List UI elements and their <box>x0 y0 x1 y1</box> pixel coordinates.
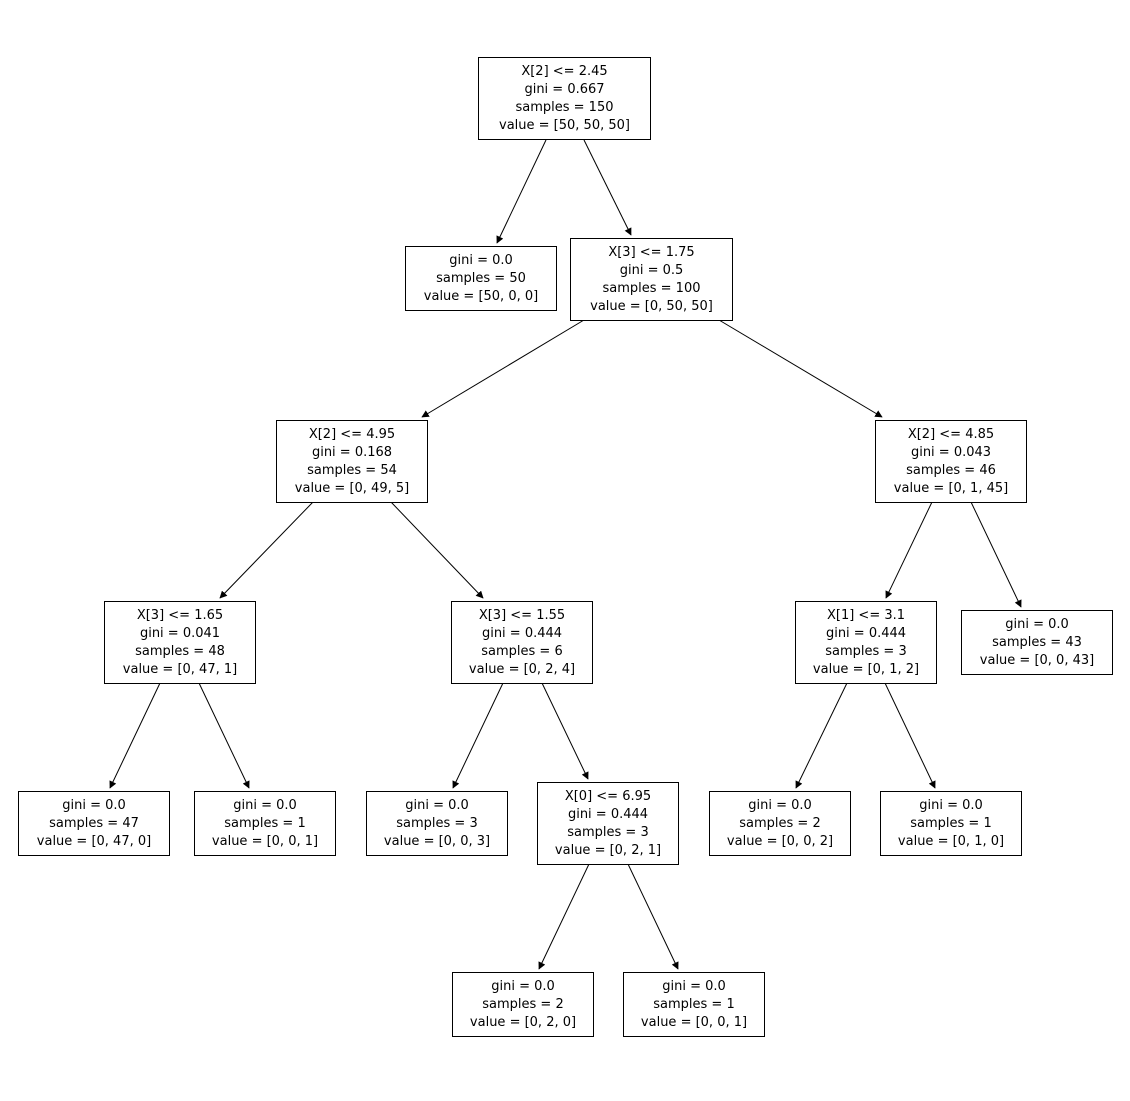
tree-edge <box>885 501 933 599</box>
node-gini: gini = 0.0 <box>449 252 513 268</box>
node-samples: samples = 3 <box>825 643 907 659</box>
node-value: value = [0, 1, 0] <box>897 833 1005 849</box>
node-samples: samples = 47 <box>49 815 139 831</box>
node-value: value = [50, 0, 0] <box>423 288 539 304</box>
node-value: value = [0, 0, 1] <box>211 833 319 849</box>
node-condition: X[3] <= 1.75 <box>608 244 695 260</box>
tree-node-leaf: gini = 0.0 samples = 2 value = [0, 0, 2] <box>709 791 851 856</box>
node-gini: gini = 0.168 <box>311 444 393 460</box>
tree-node-leaf: gini = 0.0 samples = 3 value = [0, 0, 3] <box>366 791 508 856</box>
node-condition: X[3] <= 1.65 <box>136 607 224 623</box>
node-condition: X[2] <= 4.85 <box>907 426 995 442</box>
tree-node: X[2] <= 4.95 gini = 0.168 samples = 54 v… <box>276 420 428 503</box>
tree-edge <box>390 501 484 599</box>
tree-node: X[1] <= 3.1 gini = 0.444 samples = 3 val… <box>795 601 937 684</box>
tree-node: X[0] <= 6.95 gini = 0.444 samples = 3 va… <box>537 782 679 865</box>
tree-node-root: X[2] <= 2.45 gini = 0.667 samples = 150 … <box>478 57 651 140</box>
node-samples: samples = 2 <box>482 996 564 1012</box>
node-samples: samples = 50 <box>436 270 526 286</box>
node-samples: samples = 1 <box>224 815 306 831</box>
node-value: value = [0, 0, 3] <box>383 833 491 849</box>
node-gini: gini = 0.0 <box>405 797 469 813</box>
tree-edge <box>452 682 504 789</box>
tree-edge <box>884 682 936 789</box>
node-samples: samples = 48 <box>135 643 225 659</box>
node-gini: gini = 0.0 <box>491 978 555 994</box>
node-gini: gini = 0.043 <box>910 444 992 460</box>
node-gini: gini = 0.0 <box>748 797 812 813</box>
tree-edge <box>970 501 1022 608</box>
tree-node-leaf: gini = 0.0 samples = 47 value = [0, 47, … <box>18 791 170 856</box>
node-condition: X[2] <= 2.45 <box>521 63 608 79</box>
node-gini: gini = 0.041 <box>139 625 221 641</box>
node-condition: X[3] <= 1.55 <box>478 607 566 623</box>
node-samples: samples = 150 <box>515 99 614 115</box>
tree-node-leaf: gini = 0.0 samples = 1 value = [0, 0, 1] <box>194 791 336 856</box>
node-samples: samples = 1 <box>910 815 992 831</box>
tree-edge <box>109 682 161 789</box>
node-value: value = [0, 49, 5] <box>294 480 410 496</box>
tree-edge <box>627 863 679 970</box>
node-value: value = [0, 1, 45] <box>893 480 1009 496</box>
node-gini: gini = 0.444 <box>825 625 907 641</box>
tree-edge <box>583 139 632 236</box>
node-condition: X[2] <= 4.95 <box>308 426 396 442</box>
tree-edge <box>421 319 585 418</box>
node-value: value = [0, 2, 1] <box>554 842 662 858</box>
node-value: value = [0, 47, 0] <box>36 833 152 849</box>
tree-node-leaf: gini = 0.0 samples = 1 value = [0, 1, 0] <box>880 791 1022 856</box>
tree-node: X[3] <= 1.55 gini = 0.444 samples = 6 va… <box>451 601 593 684</box>
node-value: value = [0, 2, 4] <box>468 661 576 677</box>
tree-node-leaf: gini = 0.0 samples = 50 value = [50, 0, … <box>405 246 557 311</box>
node-samples: samples = 3 <box>396 815 478 831</box>
node-samples: samples = 6 <box>481 643 563 659</box>
node-gini: gini = 0.0 <box>662 978 726 994</box>
tree-node-leaf: gini = 0.0 samples = 43 value = [0, 0, 4… <box>961 610 1113 675</box>
node-value: value = [0, 0, 43] <box>979 652 1095 668</box>
tree-node: X[3] <= 1.75 gini = 0.5 samples = 100 va… <box>570 238 733 321</box>
node-value: value = [50, 50, 50] <box>499 117 630 133</box>
tree-node-leaf: gini = 0.0 samples = 1 value = [0, 0, 1] <box>623 972 765 1037</box>
node-gini: gini = 0.667 <box>524 81 605 97</box>
node-samples: samples = 100 <box>602 280 701 296</box>
node-value: value = [0, 1, 2] <box>812 661 920 677</box>
node-condition: X[0] <= 6.95 <box>564 788 652 804</box>
tree-node: X[2] <= 4.85 gini = 0.043 samples = 46 v… <box>875 420 1027 503</box>
tree-node-leaf: gini = 0.0 samples = 2 value = [0, 2, 0] <box>452 972 594 1037</box>
node-samples: samples = 1 <box>653 996 735 1012</box>
node-samples: samples = 46 <box>906 462 996 478</box>
node-condition: X[1] <= 3.1 <box>826 607 906 623</box>
node-gini: gini = 0.5 <box>619 262 684 278</box>
node-value: value = [0, 50, 50] <box>590 298 713 314</box>
node-gini: gini = 0.0 <box>62 797 126 813</box>
node-samples: samples = 3 <box>567 824 649 840</box>
tree-edge <box>198 682 250 789</box>
tree-edge <box>538 863 590 970</box>
node-value: value = [0, 0, 2] <box>726 833 834 849</box>
node-value: value = [0, 47, 1] <box>122 661 238 677</box>
tree-edge <box>795 682 848 789</box>
node-value: value = [0, 0, 1] <box>640 1014 748 1030</box>
node-value: value = [0, 2, 0] <box>469 1014 577 1030</box>
node-gini: gini = 0.0 <box>233 797 297 813</box>
node-gini: gini = 0.444 <box>481 625 563 641</box>
node-samples: samples = 2 <box>739 815 821 831</box>
tree-node: X[3] <= 1.65 gini = 0.041 samples = 48 v… <box>104 601 256 684</box>
tree-edge <box>496 139 547 244</box>
node-gini: gini = 0.0 <box>919 797 983 813</box>
node-samples: samples = 54 <box>307 462 397 478</box>
tree-edge <box>541 682 589 780</box>
node-gini: gini = 0.444 <box>567 806 649 822</box>
tree-edge <box>718 319 883 418</box>
node-samples: samples = 43 <box>992 634 1082 650</box>
node-gini: gini = 0.0 <box>1005 616 1069 632</box>
tree-edge <box>219 501 314 599</box>
